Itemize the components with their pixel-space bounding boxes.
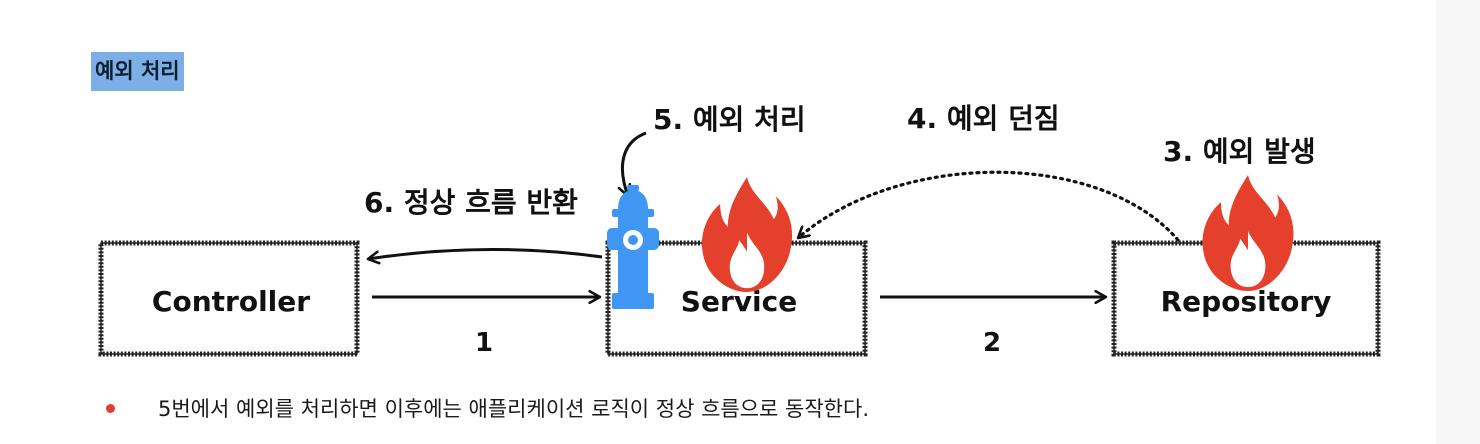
step-1-label: 1 — [475, 328, 493, 358]
section-heading: 예외 처리 — [91, 52, 184, 91]
caption-list-item: 5번에서 예외를 처리하면 이후에는 애플리케이션 로직이 정상 흐름으로 동작… — [106, 388, 869, 428]
step-6-label: 6. 정상 흐름 반환 — [364, 186, 578, 219]
fire-icon-repository — [1202, 175, 1294, 291]
step-2-label: 2 — [983, 328, 1001, 358]
controller-box — [98, 240, 360, 357]
right-margin-strip — [1436, 0, 1480, 444]
bullet-dot — [106, 403, 115, 413]
step-4-label: 4. 예외 던짐 — [907, 102, 1060, 135]
arrow-exception-handled — [622, 131, 647, 196]
arrow-exception-thrown — [796, 170, 1180, 242]
arrow-return-to-controller — [368, 248, 603, 259]
exception-flow-diagram: Controller Service Repository 1 2 3. 예외 … — [98, 102, 1381, 358]
step-5-label: 5. 예외 처리 — [653, 103, 806, 136]
fire-icon — [701, 177, 793, 292]
step-3-label: 3. 예외 발생 — [1163, 135, 1316, 168]
fire-hydrant-icon — [607, 185, 659, 309]
caption-text: 5번에서 예외를 처리하면 이후에는 애플리케이션 로직이 정상 흐름으로 동작… — [158, 397, 869, 421]
controller-label: Controller — [152, 285, 310, 318]
